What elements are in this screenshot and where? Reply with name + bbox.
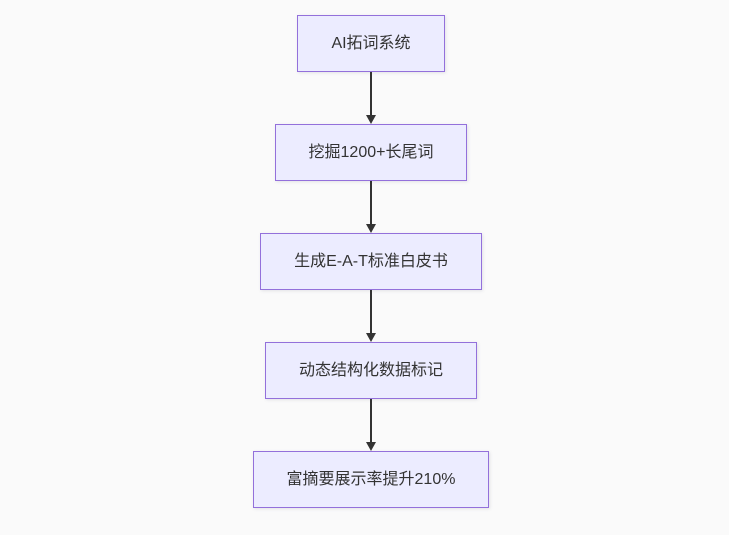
flowchart-node-eat-whitepaper: 生成E-A-T标准白皮书 [260,233,482,290]
node-label: 动态结构化数据标记 [298,361,443,379]
arrow-line [370,399,372,442]
arrow-line [370,290,372,333]
node-label: AI拓词系统 [331,34,411,52]
arrow-line [370,181,372,224]
flowchart-arrow [366,181,376,233]
flowchart-node-ai-system: AI拓词系统 [297,15,445,72]
flowchart-node-structured-data: 动态结构化数据标记 [264,342,477,399]
flowchart-arrow [366,399,376,451]
flowchart-arrow [366,72,376,124]
arrowhead-down-icon [366,224,376,233]
flowchart-node-longtail-words: 挖掘1200+长尾词 [274,124,468,181]
arrowhead-down-icon [366,115,376,124]
flowchart-node-rich-snippet-result: 富摘要展示率提升210% [252,451,490,508]
flowchart-arrow [366,290,376,342]
node-label: 富摘要展示率提升210% [286,470,456,488]
node-label: 挖掘1200+长尾词 [308,143,434,161]
arrowhead-down-icon [366,333,376,342]
node-label: 生成E-A-T标准白皮书 [294,252,448,270]
arrowhead-down-icon [366,442,376,451]
arrow-line [370,72,372,115]
